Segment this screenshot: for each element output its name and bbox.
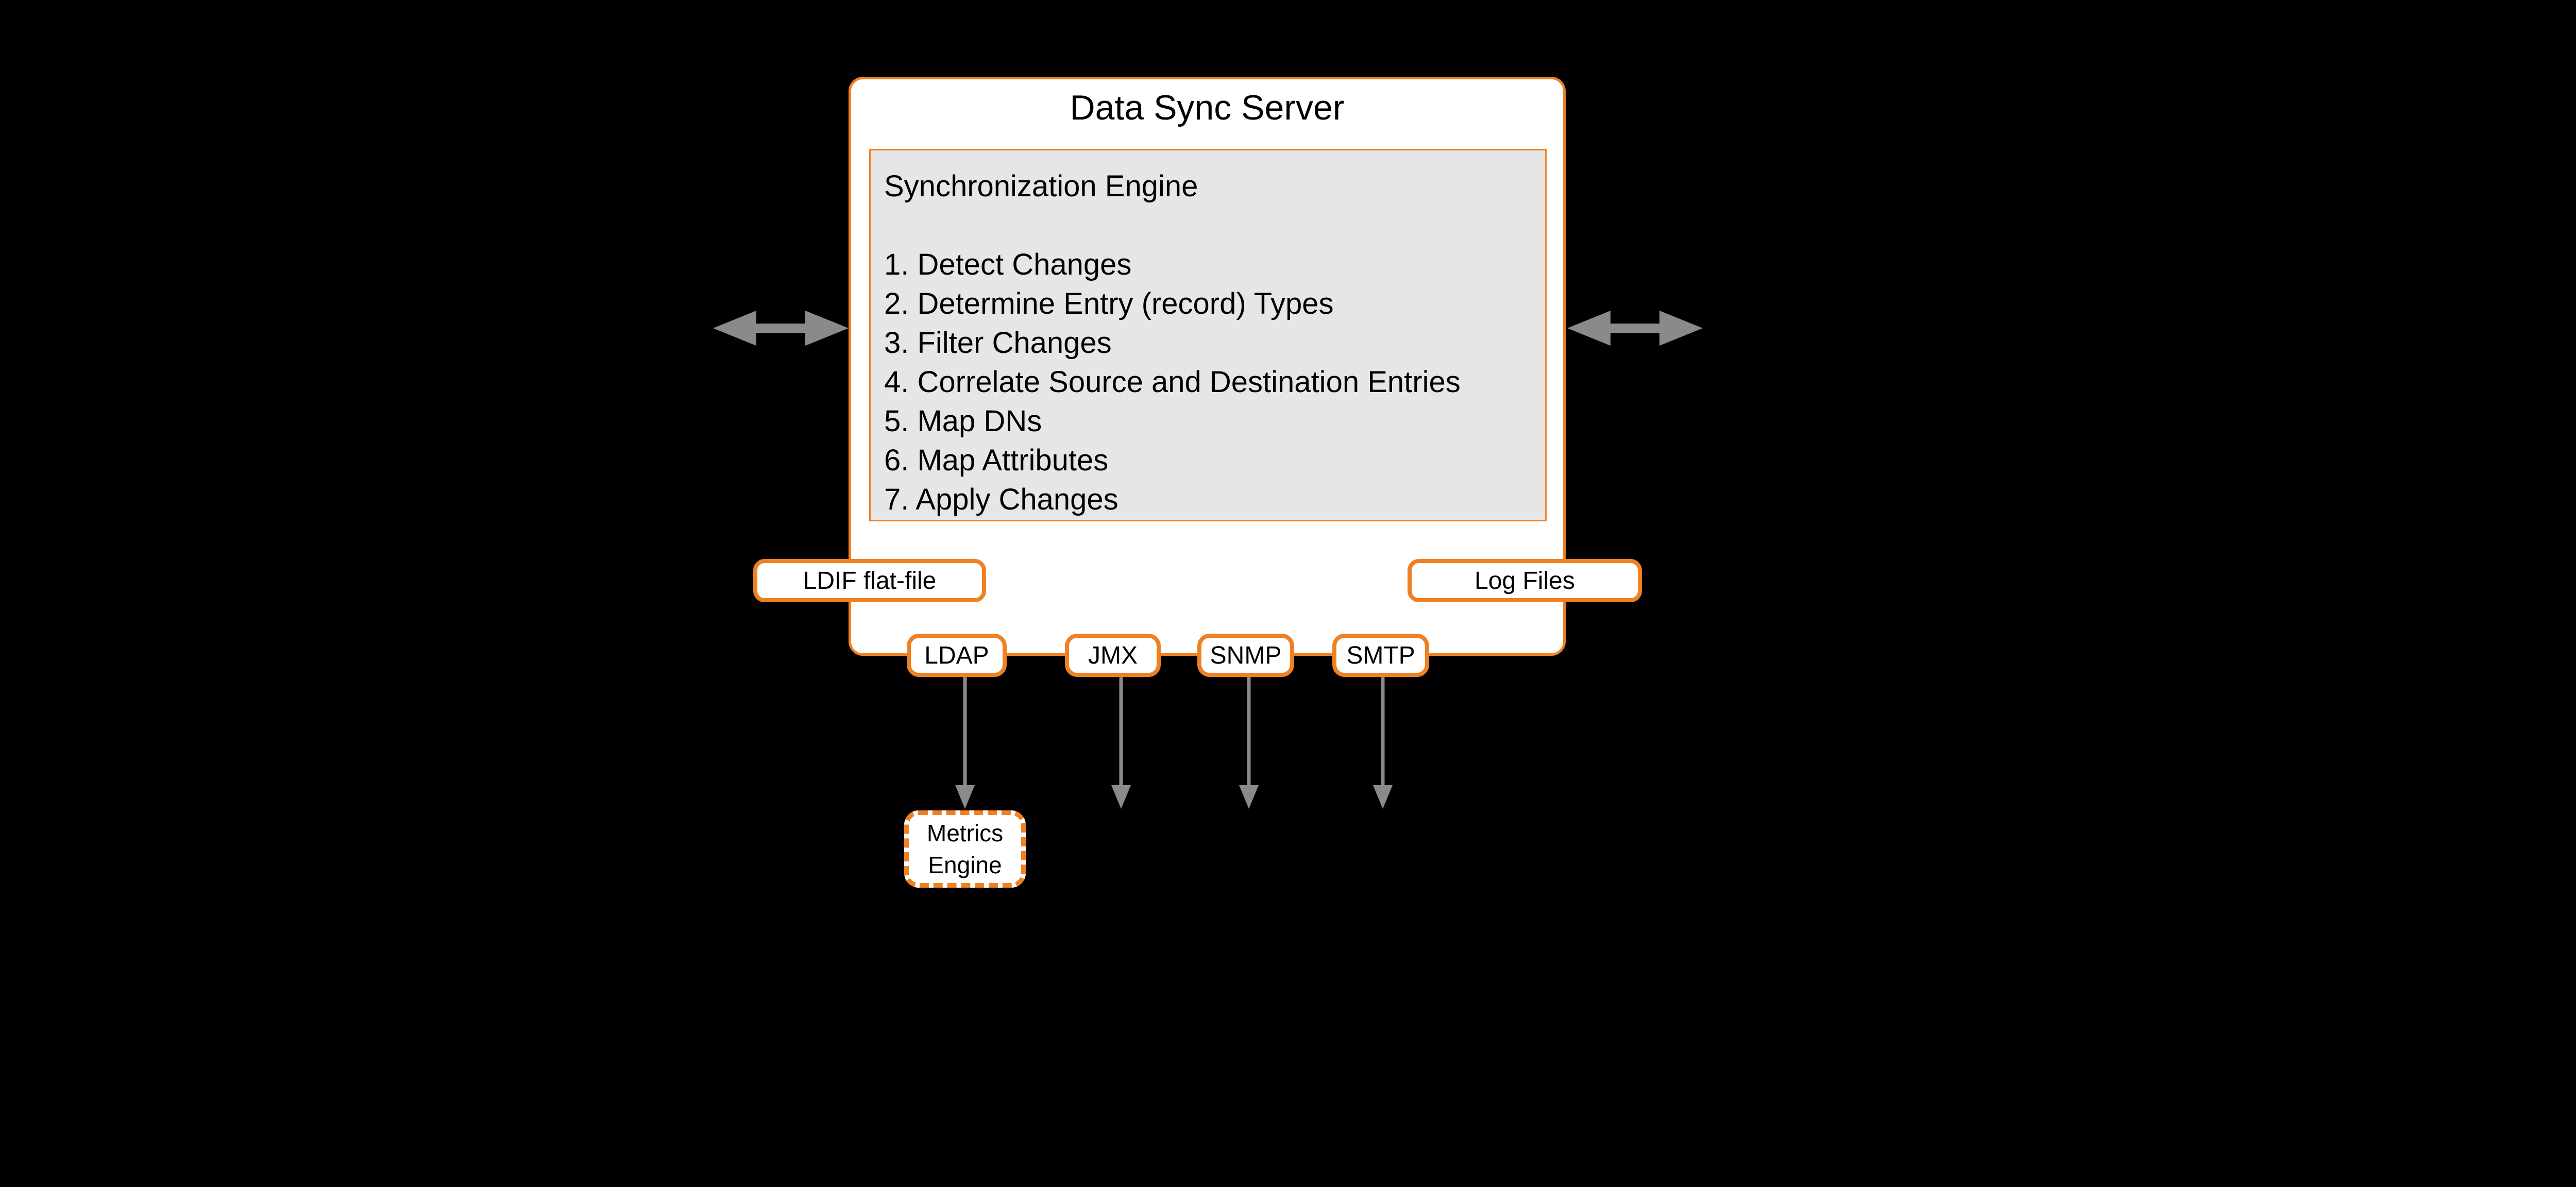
smtp-down-arrow-icon xyxy=(1373,675,1393,809)
protocol-box-ldap: LDAP xyxy=(907,634,1007,677)
engine-step: 7. Apply Changes xyxy=(884,483,1118,516)
engine-step: 1. Detect Changes xyxy=(884,248,1132,281)
ldap-down-arrow-icon xyxy=(955,675,975,809)
jmx-down-arrow-icon xyxy=(1111,675,1131,809)
synchronization-engine-panel: Synchronization Engine 1. Detect Changes… xyxy=(869,149,1547,521)
protocol-box-snmp: SNMP xyxy=(1197,634,1294,677)
snmp-down-arrow-icon xyxy=(1239,675,1259,809)
engine-step: 3. Filter Changes xyxy=(884,326,1112,360)
ldif-flat-file-box: LDIF flat-file xyxy=(753,559,986,602)
engine-step: 2. Determine Entry (record) Types xyxy=(884,287,1334,320)
engine-title: Synchronization Engine xyxy=(884,169,1198,203)
engine-step: 5. Map DNs xyxy=(884,404,1042,438)
protocol-box-jmx: JMX xyxy=(1065,634,1161,677)
metrics-engine-box: Metrics Engine xyxy=(904,810,1026,888)
right-double-arrow-icon xyxy=(1567,311,1703,346)
left-double-arrow-icon xyxy=(713,311,849,346)
engine-step: 6. Map Attributes xyxy=(884,444,1109,477)
log-files-box: Log Files xyxy=(1408,559,1642,602)
metrics-engine-label-line1: Metrics xyxy=(926,820,1004,846)
data-sync-server-title: Data Sync Server xyxy=(1070,88,1345,127)
metrics-engine-label-line2: Engine xyxy=(928,852,1002,878)
engine-spacer xyxy=(884,206,1535,245)
protocol-box-smtp: SMTP xyxy=(1332,634,1429,677)
engine-step: 4. Correlate Source and Destination Entr… xyxy=(884,365,1461,399)
